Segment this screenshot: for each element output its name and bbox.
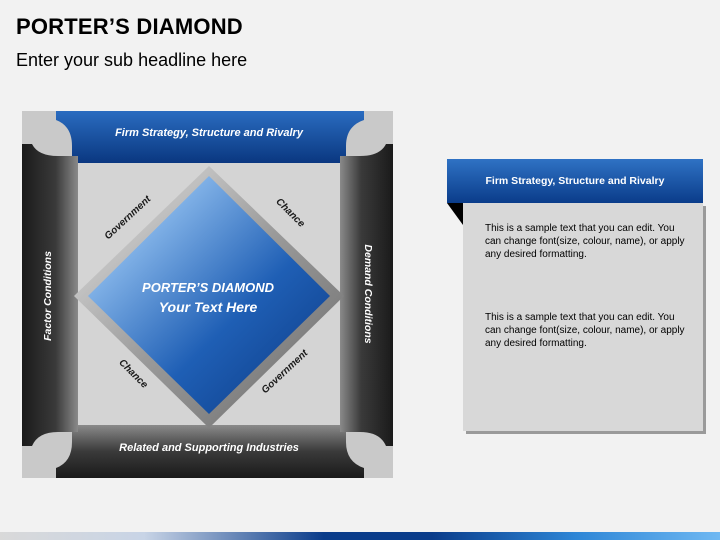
text-panel — [463, 203, 703, 431]
bottom-factor-label: Related and Supporting Industries — [119, 442, 299, 454]
panel-header: Firm Strategy, Structure and Rivalry — [447, 159, 703, 203]
panel-fold-corner — [447, 203, 463, 225]
bottom-factor-shape — [56, 425, 364, 478]
panel-paragraph-2: This is a sample text that you can edit.… — [485, 312, 685, 349]
right-factor-label: Demand Conditions — [362, 244, 374, 344]
top-factor-label: Firm Strategy, Structure and Rivalry — [115, 127, 303, 139]
diamond-core — [88, 176, 330, 414]
bottom-accent-bar — [0, 532, 720, 540]
slide-subtitle: Enter your sub headline here — [16, 50, 248, 70]
slide-title: PORTER’S DIAMOND — [16, 14, 243, 39]
diamond-subtitle: Your Text Here — [158, 299, 258, 315]
left-factor-shape — [22, 144, 78, 446]
right-factor-shape — [340, 144, 393, 446]
panel-header-label: Firm Strategy, Structure and Rivalry — [485, 175, 665, 187]
top-factor-shape — [56, 111, 364, 163]
panel-paragraph-1: This is a sample text that you can edit.… — [485, 223, 685, 260]
diamond-title: PORTER’S DIAMOND — [142, 280, 274, 295]
left-factor-label: Factor Conditions — [42, 251, 54, 341]
